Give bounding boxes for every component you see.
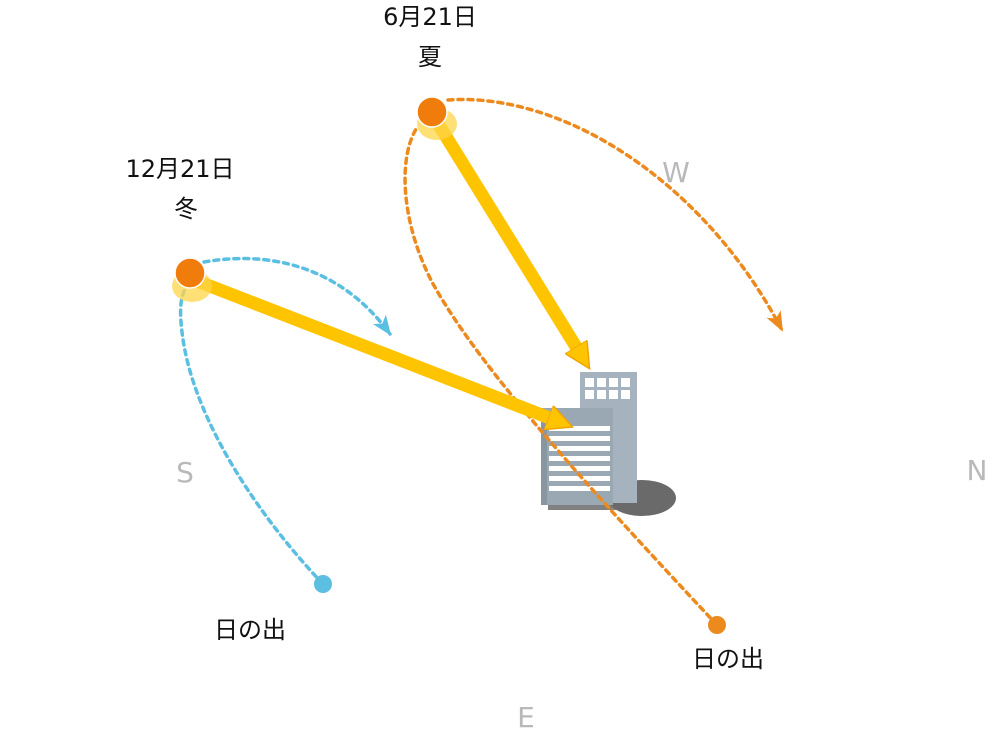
summer-sunrise-dot <box>708 616 726 634</box>
winter-path-afternoon <box>202 256 392 336</box>
winter-sun-ray <box>194 274 552 419</box>
summer-sunrise-label: 日の出 <box>692 645 764 673</box>
direction-north: N <box>967 454 988 487</box>
building-back-windows <box>585 378 630 399</box>
summer-season-label: 夏 <box>418 43 442 71</box>
winter-date-label: 12月21日 <box>125 155 234 183</box>
building-front-stripes <box>549 426 610 491</box>
summer-path-afternoon <box>446 97 784 332</box>
winter-sunrise-dot <box>314 575 332 593</box>
winter-season-label: 冬 <box>174 195 198 223</box>
summer-sun-icon <box>416 96 457 140</box>
building-icon <box>541 372 637 505</box>
direction-south: S <box>176 456 194 489</box>
summer-date-label: 6月21日 <box>383 3 477 31</box>
winter-sunrise-label: 日の出 <box>214 616 286 644</box>
direction-east: E <box>517 701 535 734</box>
winter-path-morning <box>178 286 325 586</box>
building-front-side <box>541 420 547 505</box>
summer-sun-ray <box>431 118 578 350</box>
winter-sun-icon <box>172 257 212 302</box>
direction-west: W <box>662 156 690 189</box>
summer-path-morning <box>403 124 719 627</box>
